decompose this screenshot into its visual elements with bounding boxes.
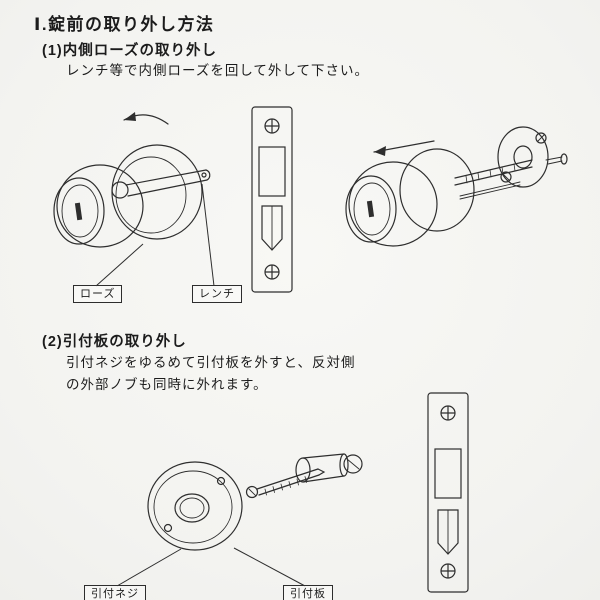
- pull-screw-icon: [245, 468, 326, 499]
- section2-heading: (2)引付板の取り外し: [42, 334, 187, 350]
- keyhole-slot: [366, 200, 375, 218]
- mounting-screw-icon: [545, 153, 568, 165]
- page-title: Ⅰ.錠前の取り外し方法: [34, 15, 215, 34]
- screw-head-icon: [500, 171, 512, 183]
- latch-opening: [258, 146, 286, 197]
- label-rose: ローズ: [73, 285, 123, 303]
- label-wrench: レンチ: [192, 285, 242, 303]
- latch-opening: [434, 448, 462, 499]
- spindle: [454, 159, 533, 200]
- wrench-icon: [111, 169, 211, 199]
- leader-lines: [95, 183, 306, 587]
- label-pull-screw: 引付ネジ: [84, 585, 146, 600]
- strike-plate-bottom: [427, 392, 469, 593]
- section2-body-line2: の外部ノブも同時に外れます。: [66, 377, 268, 392]
- section1-body: レンチ等で内側ローズを回して外して下さい。: [66, 63, 370, 78]
- label-pull-plate: 引付板: [283, 585, 333, 600]
- keyhole-slot: [74, 202, 83, 221]
- rotation-arrow-icon: [123, 112, 169, 125]
- direction-arrow-icon: [373, 140, 435, 156]
- screw-head-icon: [535, 132, 547, 144]
- latch-bolt: [261, 205, 283, 251]
- inner-knob-wrench-illustration: [53, 112, 211, 248]
- outer-knob-spindle-illustration: [345, 126, 568, 247]
- latch-unit-icon: [295, 453, 363, 483]
- section1-heading: (1)内側ローズの取り外し: [42, 43, 217, 59]
- latch-bolt: [437, 509, 459, 555]
- pull-plate-illustration: [147, 453, 363, 551]
- strike-plate-top: [251, 106, 293, 293]
- section2-body-line1: 引付ネジをゆるめて引付板を外すと、反対側: [66, 355, 356, 370]
